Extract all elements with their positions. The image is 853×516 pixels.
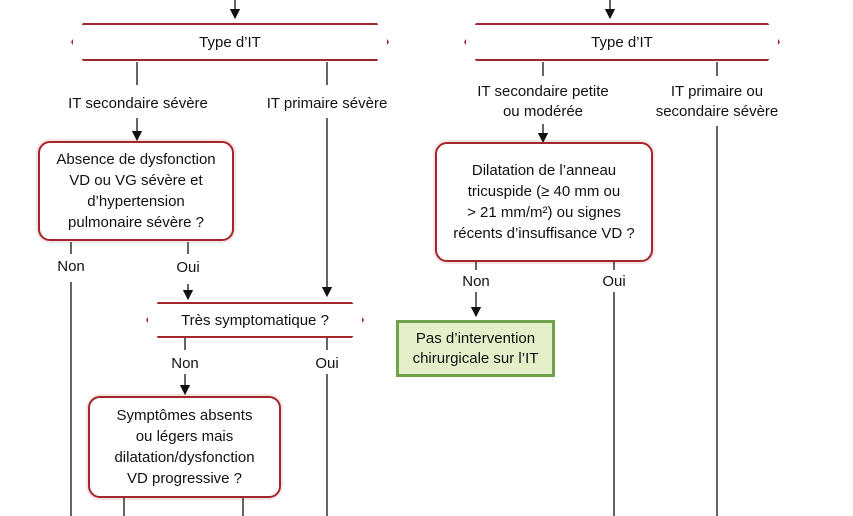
q1-oui-label: Oui bbox=[176, 259, 200, 276]
symptomes-absents-box: Symptômes absents ou légers mais dilatat… bbox=[88, 396, 281, 498]
type-it-left-box: Type d’IT bbox=[71, 23, 389, 61]
branch-it-primaire-severe: IT primaire sévère bbox=[266, 95, 388, 112]
type-it-right-box: Type d’IT bbox=[464, 23, 780, 61]
question-dilatation-box: Dilatation de l’anneau tricuspide (≥ 40 … bbox=[435, 142, 653, 262]
branch-it-secondaire-petite: IT secondaire petite ou modérée bbox=[477, 83, 609, 120]
question-dysfonction-box: Absence de dysfonction VD ou VG sévère e… bbox=[38, 141, 234, 241]
branch-it-secondaire-severe: IT secondaire sévère bbox=[68, 95, 208, 112]
q2-non-label: Non bbox=[171, 355, 199, 372]
q-right-oui-label: Oui bbox=[602, 273, 626, 290]
pas-intervention-result-box: Pas d’intervention chirurgicale sur l’IT bbox=[396, 320, 555, 377]
q2-oui-label: Oui bbox=[315, 355, 339, 372]
tres-symptomatique-box: Très symptomatique ? bbox=[146, 302, 364, 338]
branch-it-primaire-ou-secondaire: IT primaire ou secondaire sévère bbox=[655, 83, 779, 120]
q-right-non-label: Non bbox=[462, 273, 490, 290]
q1-non-label: Non bbox=[57, 258, 85, 275]
